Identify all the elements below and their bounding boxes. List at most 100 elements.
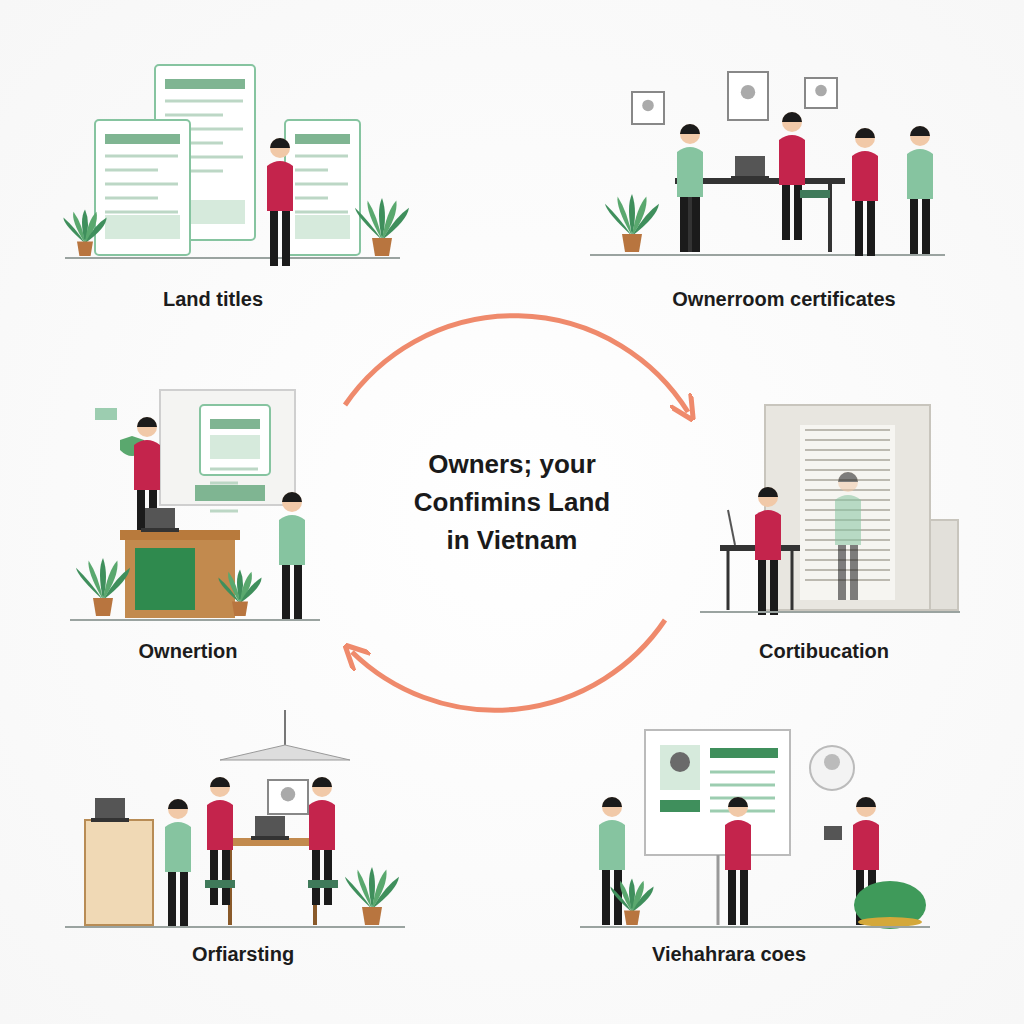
board-line [710,784,775,787]
panel-caption: Cortibucation [759,640,889,663]
doc-block [210,435,260,459]
doc-line [210,468,258,471]
head [210,777,230,797]
doc-line [165,114,223,117]
pot [93,598,113,616]
shape [728,72,768,120]
shape [268,780,308,814]
floor [70,619,320,621]
torso [599,820,625,870]
doc-line [210,482,238,485]
person [779,112,805,240]
hair [210,777,230,787]
torso [309,800,335,850]
pot [232,602,248,616]
plant [218,570,261,616]
torso [853,820,879,870]
hair [728,797,748,807]
head [782,112,802,132]
pot [624,911,640,925]
head [137,417,157,437]
facade-stripe [805,559,890,561]
leaf [85,217,107,243]
torso [852,151,878,201]
board-bar [710,748,778,758]
leg [168,869,176,927]
leg [602,867,610,925]
head [282,492,302,512]
board-stand [717,855,720,925]
doc-bar [165,79,245,89]
hair [782,112,802,122]
plant [76,558,130,616]
desk-top [120,530,240,540]
avatar [670,752,690,772]
facade-stripe [805,549,890,551]
leaf [382,208,409,240]
head [856,797,876,817]
hair [910,126,930,136]
doc-line [165,100,243,103]
pot [622,234,642,252]
profile-icon [810,746,854,790]
plant [605,194,659,252]
leg [838,542,846,600]
head [602,797,622,817]
doc-line [295,211,348,214]
board [645,730,790,855]
building [765,405,930,610]
person [835,472,861,600]
leaf [372,877,399,909]
doc-line [105,169,158,172]
doc-bar [295,134,350,144]
hair [270,138,290,148]
chair [205,880,235,888]
leaf [103,568,130,600]
keyboard [141,528,179,532]
pot [77,242,93,256]
torso [207,800,233,850]
plant [63,210,106,256]
center-title: Owners; your Confimins Land in Vietnam [405,445,620,559]
person [725,797,751,925]
leaf [240,577,262,603]
wall-panel [160,390,295,505]
shape [285,120,360,255]
picture-frame [632,92,664,124]
doc-line [295,183,348,186]
torso [165,822,191,872]
doc-block [105,215,180,239]
doc-block [295,215,350,239]
leg [728,867,736,925]
meeting-illustration [590,72,945,256]
leg [180,869,188,927]
facade-stripe [805,449,890,451]
person [279,492,305,620]
picture-frame [268,780,308,814]
plant [345,867,399,925]
torso [267,161,293,211]
keyboard [251,836,289,840]
chair [308,880,338,888]
head [728,797,748,817]
panel-caption: Ownerroom certificates [672,288,895,311]
leg [782,182,790,240]
shape [95,120,190,255]
doc-line [295,155,348,158]
leg [294,562,302,620]
leg [758,557,766,615]
portrait [281,787,295,801]
person [852,128,878,256]
head [270,138,290,158]
coins [858,917,922,927]
board-line [710,771,775,774]
leg [922,196,930,254]
hair [282,492,302,502]
torso [779,135,805,185]
facade-stripe [805,429,890,431]
laptop [251,816,289,840]
leg [282,562,290,620]
picture-frame [728,72,768,120]
portrait [642,100,654,112]
annex [930,520,958,610]
